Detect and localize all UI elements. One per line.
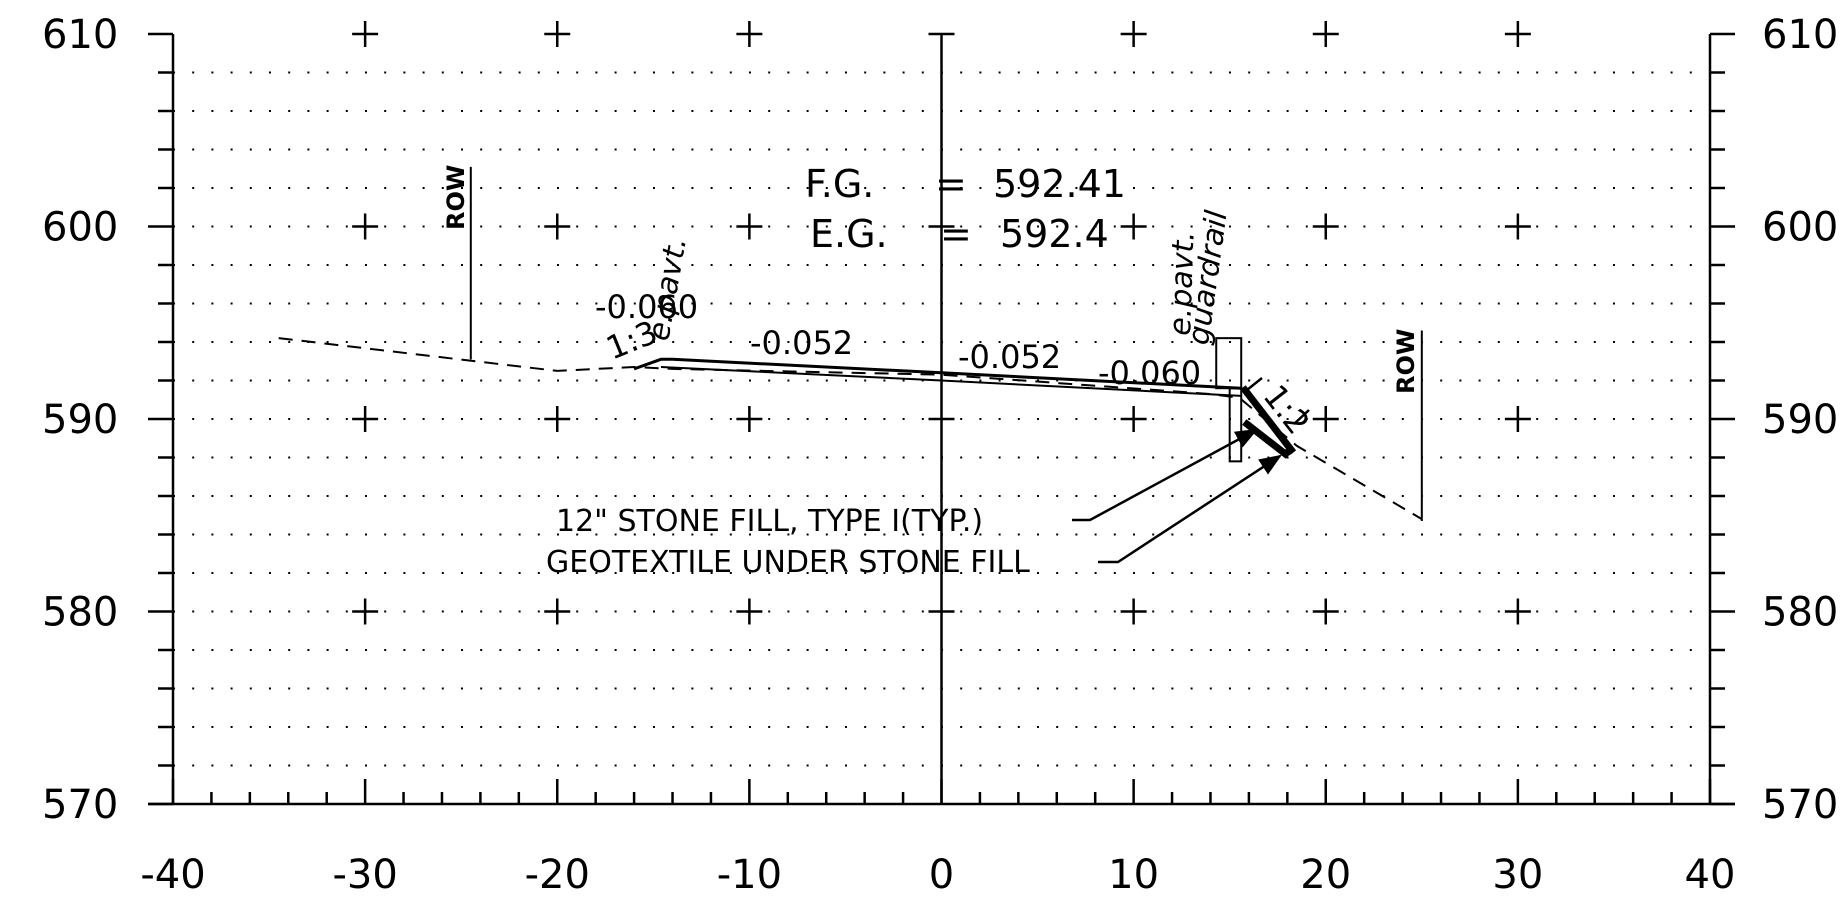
x-tick-label-0: 0 xyxy=(929,852,954,898)
y-tick-label-left-600: 600 xyxy=(42,205,118,251)
y-tick-label-right-570: 570 xyxy=(1762,782,1838,828)
slope-label-right-shoulder: -0.060 xyxy=(1098,354,1201,392)
y-tick-label-right-600: 600 xyxy=(1762,205,1838,251)
geotextile-note: GEOTEXTILE UNDER STONE FILL xyxy=(546,545,1030,580)
x-tick-label--30: -30 xyxy=(332,852,397,898)
slope-mark-2 xyxy=(1293,409,1310,425)
row-label-left: ROW xyxy=(442,165,470,230)
stone-fill-slope xyxy=(1240,385,1297,455)
x-tick-label-10: 10 xyxy=(1108,852,1159,898)
y-tick-label-left-610: 610 xyxy=(42,12,118,58)
x-tick-label--40: -40 xyxy=(140,852,205,898)
stone-fill-toe xyxy=(1283,446,1294,457)
x-tick-label--10: -10 xyxy=(717,852,782,898)
x-tick-label-20: 20 xyxy=(1300,852,1351,898)
annotation-layer: F.G. = 592.41 E.G. = 592.4 -0.060 -0.052… xyxy=(442,162,1420,580)
x-tick-label--20: -20 xyxy=(525,852,590,898)
y-tick-label-right-590: 590 xyxy=(1762,397,1838,443)
slope-label-left-shoulder: -0.060 xyxy=(595,288,698,326)
eg-equals: = xyxy=(940,212,972,256)
stone-fill-leader xyxy=(1072,428,1258,522)
guardrail-post xyxy=(1228,387,1243,463)
pavement-bottom-line xyxy=(660,366,1242,397)
slope-label-left-lane: -0.052 xyxy=(750,324,853,362)
eg-value: 592.4 xyxy=(1000,212,1109,256)
y-tick-label-right-610: 610 xyxy=(1762,12,1838,58)
row-label-right: ROW xyxy=(1392,329,1420,394)
profile-layer xyxy=(278,166,1423,564)
y-tick-label-left-580: 580 xyxy=(42,590,118,636)
y-tick-label-left-570: 570 xyxy=(42,782,118,828)
slope-label-right-lane: -0.052 xyxy=(958,338,1061,376)
fg-value: 592.41 xyxy=(993,162,1126,206)
slope-mark-1 xyxy=(1246,377,1263,391)
fg-label: F.G. xyxy=(805,162,874,206)
stone-fill-note: 12" STONE FILL, TYPE I(TYP.) xyxy=(556,504,983,539)
edge-of-pavement-right: e.pavt. xyxy=(1163,231,1202,337)
x-tick-label-40: 40 xyxy=(1685,852,1736,898)
x-tick-label-30: 30 xyxy=(1492,852,1543,898)
guardrail-rail xyxy=(1215,337,1243,390)
eg-label: E.G. xyxy=(810,212,888,256)
axis-layer: -40 -30 -20 -10 0 10 20 30 40 570 570 580 580 590 590 6… xyxy=(42,12,1838,898)
geotextile-leader xyxy=(1098,454,1282,564)
fg-equals: = xyxy=(935,162,967,206)
y-tick-label-right-580: 580 xyxy=(1762,590,1838,636)
finished-grade-line xyxy=(633,357,1242,390)
right-side-slope-ratio: 1:2 xyxy=(1256,378,1318,442)
y-tick-label-left-590: 590 xyxy=(42,397,118,443)
